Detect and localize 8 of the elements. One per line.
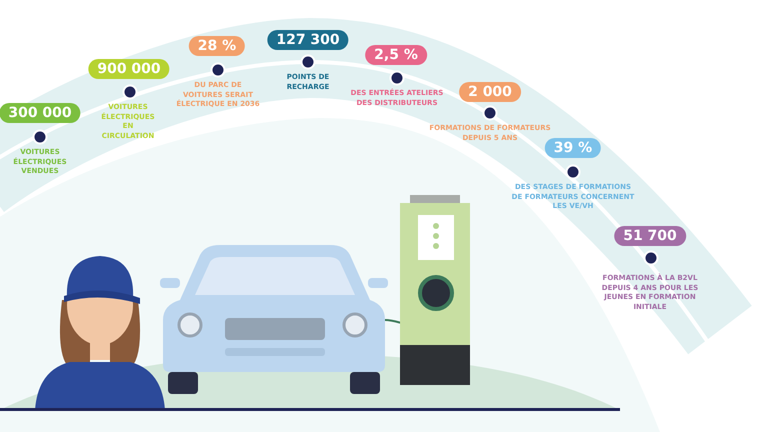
stat-badge: 39 % — [544, 138, 602, 158]
stat-badge: 28 % — [188, 36, 246, 56]
stat-badge: 127 300 — [267, 30, 349, 50]
stat-badge: 51 700 — [614, 226, 686, 246]
stat-badge: 2,5 % — [365, 45, 427, 65]
stat-badge: 2 000 — [459, 82, 521, 102]
stat-badge: 900 000 — [88, 59, 170, 79]
stat-badge: 300 000 — [0, 103, 81, 123]
